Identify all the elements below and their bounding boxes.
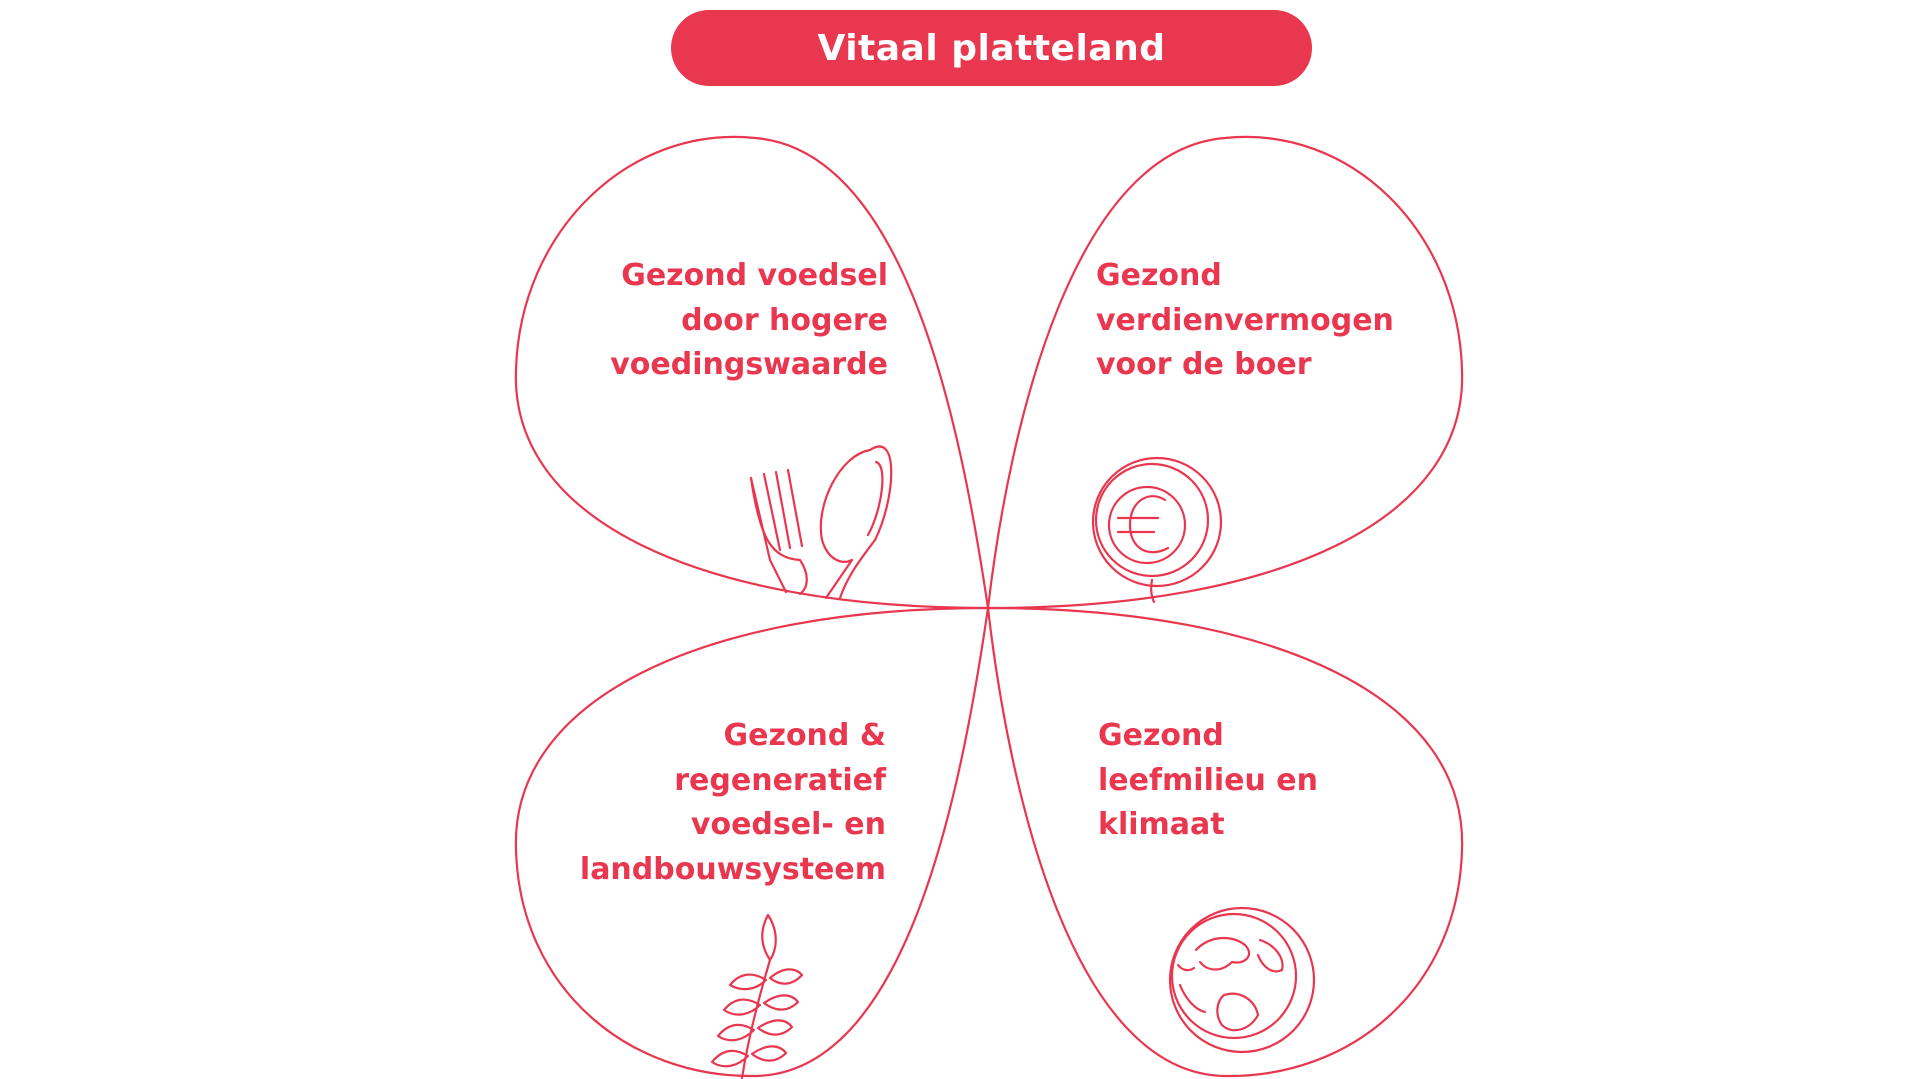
petal-label-line: Gezond [1098, 718, 1224, 753]
petal-label-line: Gezond voedsel [621, 258, 888, 293]
petal-label-top-right: Gezond verdienvermogen voor de boer [1096, 254, 1394, 388]
diagram-title: Vitaal platteland [817, 27, 1166, 69]
petal-label-line: door hogere [681, 302, 888, 338]
fork-spoon-icon [749, 445, 893, 600]
petal-label-line: Gezond [1096, 258, 1222, 293]
plant-sprig-icon [710, 913, 804, 1079]
title-banner: Vitaal platteland [671, 10, 1312, 86]
petal-outline-bottom-right [986, 606, 1464, 1078]
petal-label-top-left: Gezond voedsel door hogere voedingswaard… [610, 254, 888, 388]
euro-coin-icon [1091, 456, 1223, 604]
petal-label-line: verdienvermogen [1096, 302, 1394, 338]
globe-icon [1168, 906, 1316, 1054]
petal-label-line: landbouwsysteem [579, 851, 886, 887]
petal-outline-top-left [514, 135, 990, 610]
petal-label-line: voor de boer [1096, 347, 1312, 382]
petal-outline-top-right [986, 135, 1464, 610]
petal-label-line: regeneratief [674, 762, 886, 798]
petal-label-line: leefmilieu en [1098, 762, 1318, 798]
petal-outline-bottom-left [514, 606, 990, 1078]
petal-label-line: Gezond & [723, 718, 886, 753]
petal-label-line: voedsel- en [690, 807, 886, 842]
petal-label-line: klimaat [1098, 807, 1225, 842]
petal-label-line: voedingswaarde [610, 347, 888, 382]
petal-label-bottom-right: Gezond leefmilieu en klimaat [1098, 714, 1318, 848]
petal-label-bottom-left: Gezond & regeneratief voedsel- en landbo… [580, 714, 886, 892]
